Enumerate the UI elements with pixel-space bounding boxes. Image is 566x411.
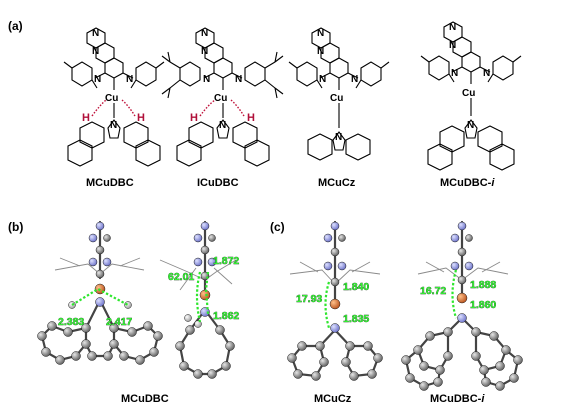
panel-label-b: (b) xyxy=(8,220,23,234)
metal-label: Cu xyxy=(462,88,475,99)
atom-label: N xyxy=(92,28,99,39)
structure-mcucz: N N N N Cu N MCuCz xyxy=(288,27,390,189)
crystal-mcudbc-side: 62.01 1.872 1.862 xyxy=(159,220,240,379)
crystal-name: MCuDBC xyxy=(121,393,169,405)
angle-label: 17.93 xyxy=(296,293,322,305)
atom-label: N xyxy=(449,40,456,51)
bond-label: 1.860 xyxy=(470,299,496,311)
distance-label: 2.383 xyxy=(58,316,84,328)
bond-label: 1.840 xyxy=(343,281,369,293)
atom-label: N xyxy=(110,120,117,131)
metal-label: Cu xyxy=(330,93,343,104)
bond-label: 1.888 xyxy=(470,279,496,291)
angle-label: 62.01 xyxy=(168,271,194,283)
atom-label: N xyxy=(451,68,458,79)
panel-label-c: (c) xyxy=(270,220,285,234)
crystal-name: MCuDBC-i xyxy=(430,393,485,405)
crystal-name: MCuCz xyxy=(314,393,352,405)
structure-name: ICuDBC xyxy=(197,177,239,189)
bond-label: 1.835 xyxy=(343,313,369,325)
atom-label: N xyxy=(201,46,208,57)
metal-label: Cu xyxy=(214,93,227,104)
distance-label: 2.417 xyxy=(106,316,132,328)
structure-icudbc: N N N N Cu H H N ICuDBC xyxy=(161,27,284,189)
metal-label: Cu xyxy=(105,93,118,104)
hydrogen-label: H xyxy=(82,112,90,124)
crystal-mcudbc-front: 2.383 2.417 xyxy=(37,220,163,365)
atom-label: N xyxy=(235,74,242,85)
angle-label: 16.72 xyxy=(420,285,446,297)
atom-label: N xyxy=(317,46,324,57)
bond-label: 1.872 xyxy=(213,255,239,267)
atom-label: N xyxy=(483,68,490,79)
hydrogen-label: H xyxy=(137,112,145,124)
atom-label: N xyxy=(126,74,133,85)
structure-name: MCuDBC xyxy=(86,177,134,189)
atom-label: N xyxy=(203,74,210,85)
atom-label: N xyxy=(317,28,324,39)
bond-label: 1.862 xyxy=(213,310,239,322)
atom-label: N xyxy=(92,46,99,57)
structure-name: MCuDBC-i xyxy=(440,177,495,189)
structure-mcudbc: N N N N Cu H H N MCuDBC xyxy=(63,27,165,189)
atom-label: N xyxy=(449,22,456,33)
atom-label: N xyxy=(335,132,342,143)
atom-label: N xyxy=(351,74,358,85)
atom-label: N xyxy=(201,28,208,39)
panel-label-a: (a) xyxy=(8,19,23,33)
hydrogen-label: H xyxy=(247,112,255,124)
crystal-mcudbc-i: 16.72 1.888 1.860 xyxy=(401,220,523,391)
atom-label: N xyxy=(94,74,101,85)
structure-name: MCuCz xyxy=(318,177,356,189)
crystal-mcucz: 17.93 1.840 1.835 xyxy=(287,220,383,381)
atom-label: N xyxy=(467,120,474,131)
structure-mcudbc-i: N N N N Cu N MCuDBC-i xyxy=(420,21,522,189)
hydrogen-label: H xyxy=(190,112,198,124)
atom-label: N xyxy=(219,120,226,131)
atom-label: N xyxy=(319,74,326,85)
